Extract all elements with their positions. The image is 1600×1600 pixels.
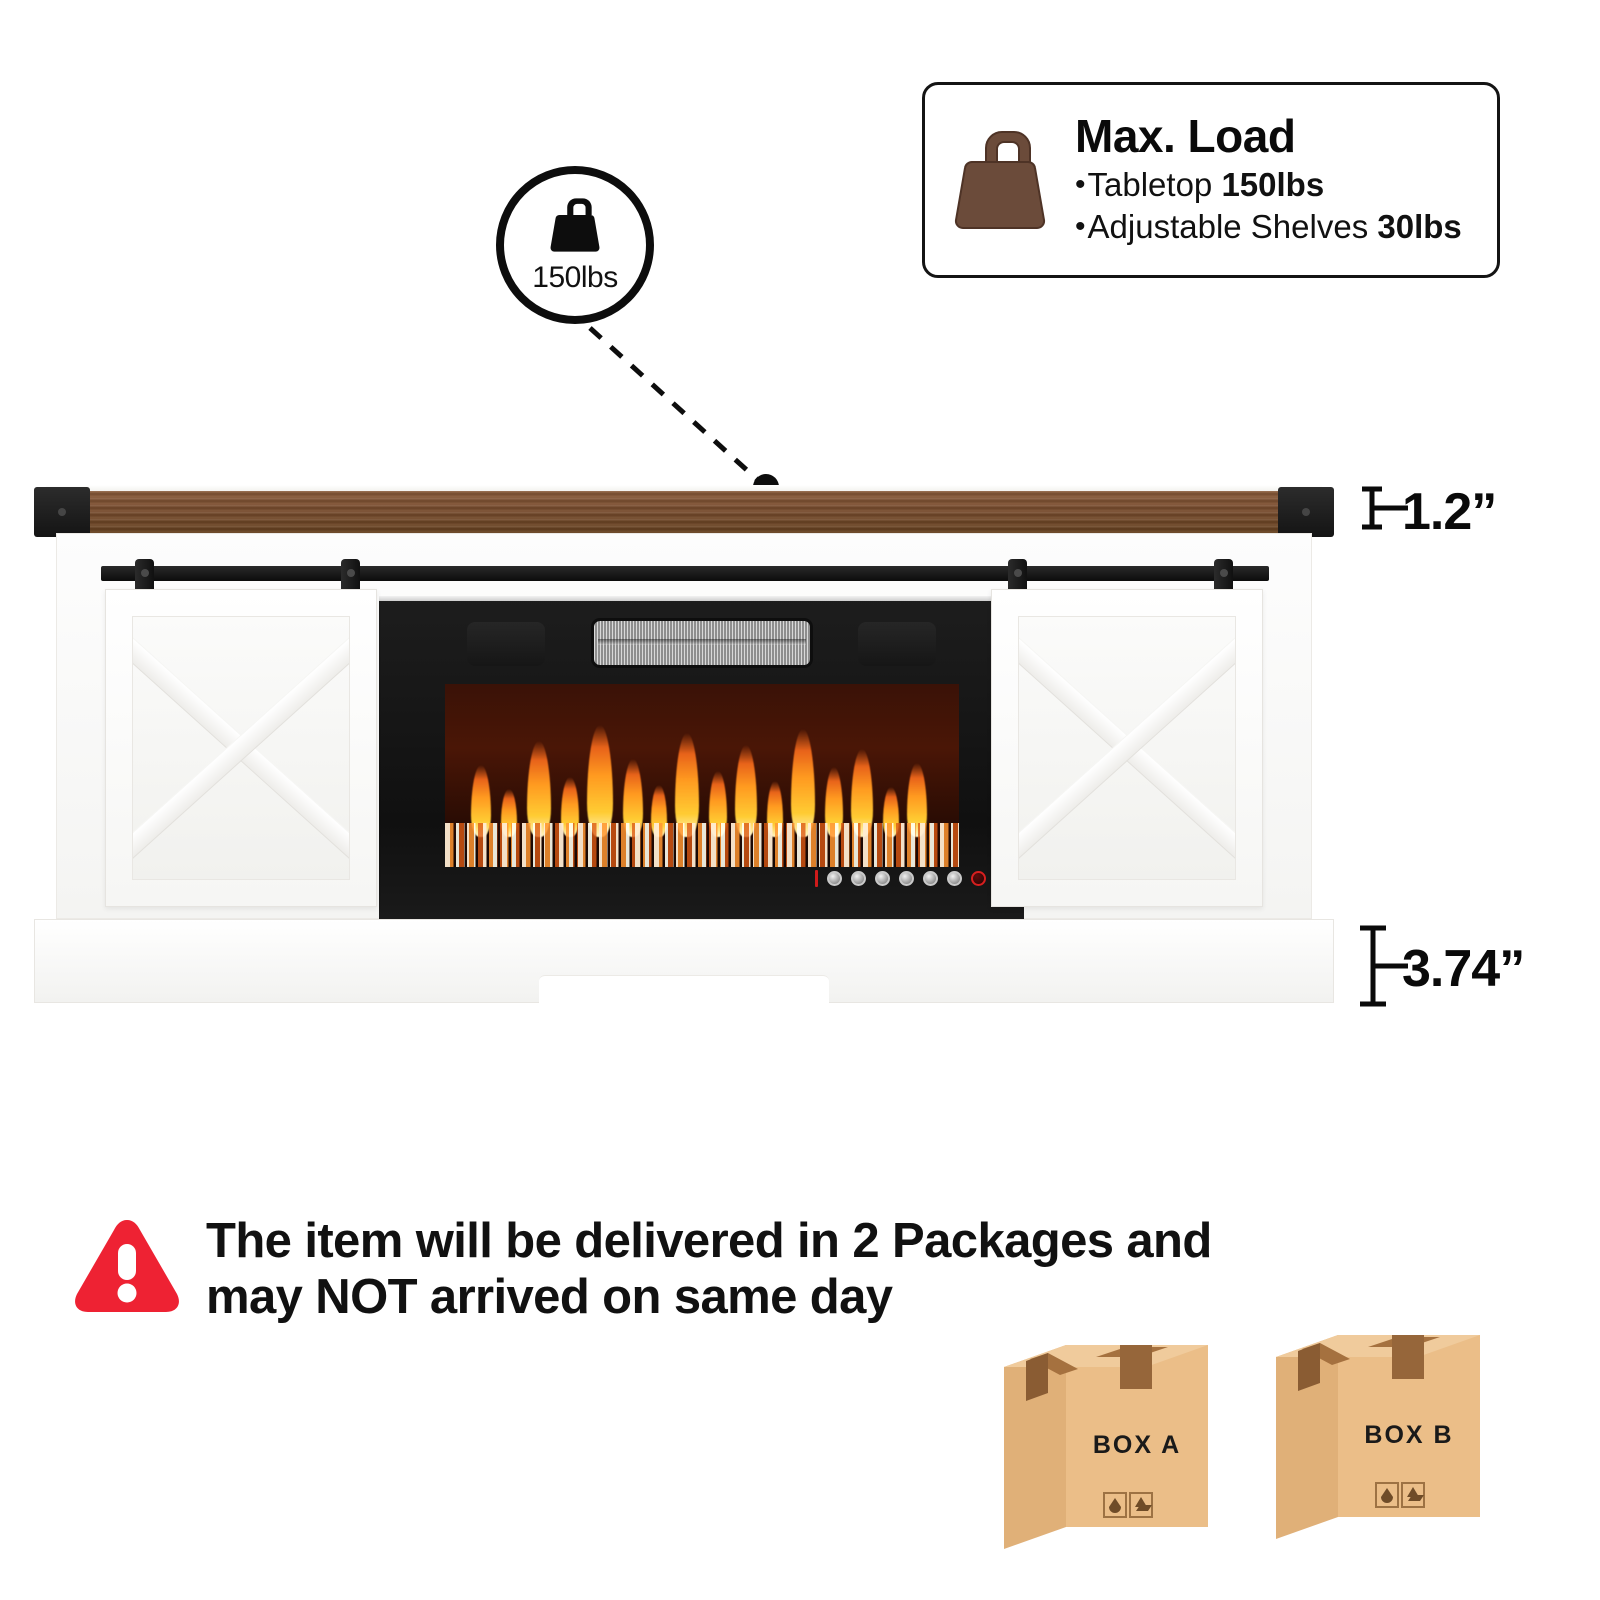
cabinet-body: [56, 533, 1312, 919]
fireplace-top-trim: [379, 596, 1024, 601]
max-load-title: Max. Load: [1075, 109, 1296, 162]
delivery-warning-text: The item will be delivered in 2 Packages…: [206, 1214, 1212, 1326]
bullet-icon: •: [1075, 210, 1086, 244]
max-load-item-tabletop-value: 150lbs: [1221, 165, 1325, 203]
heater-vent-grille: [590, 618, 813, 668]
tabletop-load-badge-label: 150lbs: [532, 260, 618, 294]
power-button-icon[interactable]: [971, 871, 986, 886]
dimension-base-height-label: 3.74”: [1402, 939, 1525, 998]
screw-icon: [1302, 508, 1310, 516]
side-vent-left: [467, 622, 545, 666]
tabletop-front-edge: [46, 485, 1322, 493]
barn-door-rail: [101, 566, 1269, 581]
delivery-warning: The item will be delivered in 2 Packages…: [70, 1214, 1212, 1326]
dimension-base-height: 3.74”: [1352, 920, 1525, 1017]
door-panel-inset: [132, 616, 350, 880]
sliding-barn-door-left[interactable]: [105, 589, 377, 907]
side-vent-right: [858, 622, 936, 666]
max-load-item-tabletop: •Tabletop 150lbs: [1075, 164, 1483, 206]
base-plinth: [34, 919, 1334, 1003]
plinth-center-cutout: [539, 975, 829, 1003]
door-panel-inset: [1018, 616, 1236, 880]
max-load-text-block: Max. Load •Tabletop 150lbs •Adjustable S…: [1075, 109, 1497, 249]
mode-button-icon[interactable]: [947, 871, 962, 886]
wood-tabletop: [46, 491, 1322, 535]
max-load-item-shelves: •Adjustable Shelves 30lbs: [1075, 206, 1483, 248]
delivery-warning-line2: may NOT arrived on same day: [206, 1269, 893, 1324]
box-b: BOX B: [1272, 1305, 1484, 1553]
dimension-marker-icon: [1352, 481, 1408, 542]
weight-bag-icon: [545, 196, 605, 259]
badge-leader-line: [588, 326, 779, 500]
box-a: BOX A: [1000, 1315, 1212, 1563]
dimension-marker-icon: [1352, 920, 1408, 1017]
max-load-item-tabletop-label: Tabletop: [1087, 165, 1222, 203]
max-load-item-shelves-label: Adjustable Shelves: [1087, 208, 1378, 246]
electric-fireplace-tv-stand: [34, 483, 1334, 1003]
timer-button-icon[interactable]: [851, 871, 866, 886]
crystal-ember-bed: [444, 823, 959, 867]
svg-text:BOX B: BOX B: [1364, 1421, 1453, 1449]
flame-button-icon[interactable]: [827, 871, 842, 886]
sliding-barn-door-right[interactable]: [991, 589, 1263, 907]
electric-fireplace-insert: [379, 596, 1024, 919]
power-indicator-icon: [815, 870, 818, 887]
svg-text:BOX A: BOX A: [1093, 1431, 1181, 1459]
screw-icon: [58, 508, 66, 516]
bullet-icon: •: [1075, 167, 1086, 201]
tabletop-load-badge: 150lbs: [496, 166, 654, 324]
dimension-tabletop-thickness-label: 1.2”: [1402, 482, 1497, 541]
weight-bag-icon: [925, 128, 1075, 232]
corner-bracket-right: [1278, 487, 1334, 537]
corner-bracket-left: [34, 487, 90, 537]
dimension-tabletop-thickness: 1.2”: [1352, 481, 1497, 542]
brightness-button-icon[interactable]: [899, 871, 914, 886]
flame-display-window: [444, 684, 959, 867]
package-illustrations: BOX A BOX B: [1000, 1305, 1520, 1595]
heat-button-icon[interactable]: [923, 871, 938, 886]
delivery-warning-line1: The item will be delivered in 2 Packages…: [206, 1214, 1212, 1268]
max-load-card: Max. Load •Tabletop 150lbs •Adjustable S…: [922, 82, 1500, 278]
max-load-item-shelves-value: 30lbs: [1377, 208, 1462, 246]
warning-triangle-icon: [70, 1214, 184, 1323]
flame-color-button-icon[interactable]: [875, 871, 890, 886]
fireplace-touch-controls[interactable]: [815, 870, 986, 887]
